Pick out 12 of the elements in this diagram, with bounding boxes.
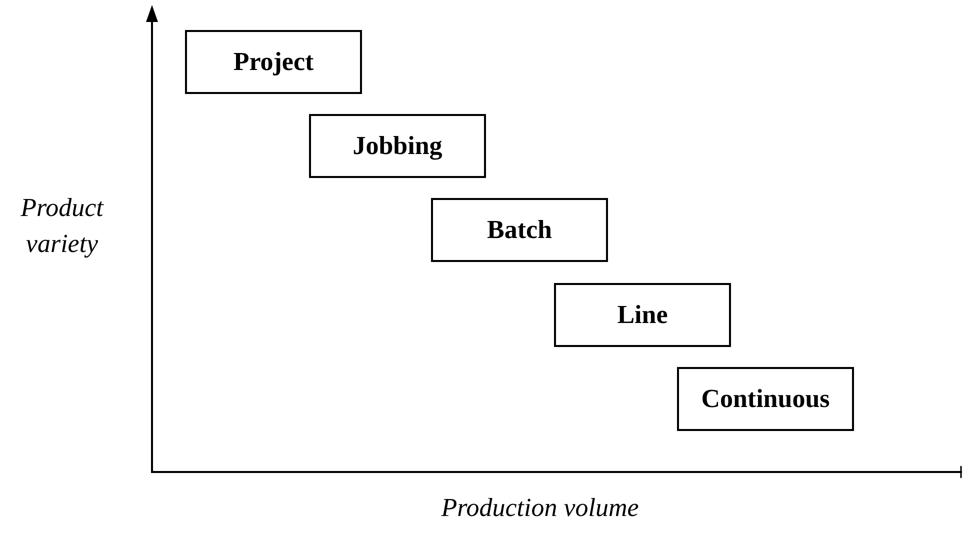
box-label: Continuous <box>701 384 830 414</box>
process-box <box>309 114 486 178</box>
process-box <box>431 198 608 262</box>
process-box <box>554 283 731 347</box>
process-box <box>677 367 854 431</box>
box-label: Jobbing <box>352 131 442 161</box>
process-box <box>185 30 362 94</box>
box-label: Project <box>233 47 314 77</box>
box-label: Line <box>617 300 668 330</box>
y-axis-label: Product variety <box>20 192 105 260</box>
x-axis-label: Production volume <box>440 492 640 524</box>
box-label: Batch <box>487 215 552 245</box>
